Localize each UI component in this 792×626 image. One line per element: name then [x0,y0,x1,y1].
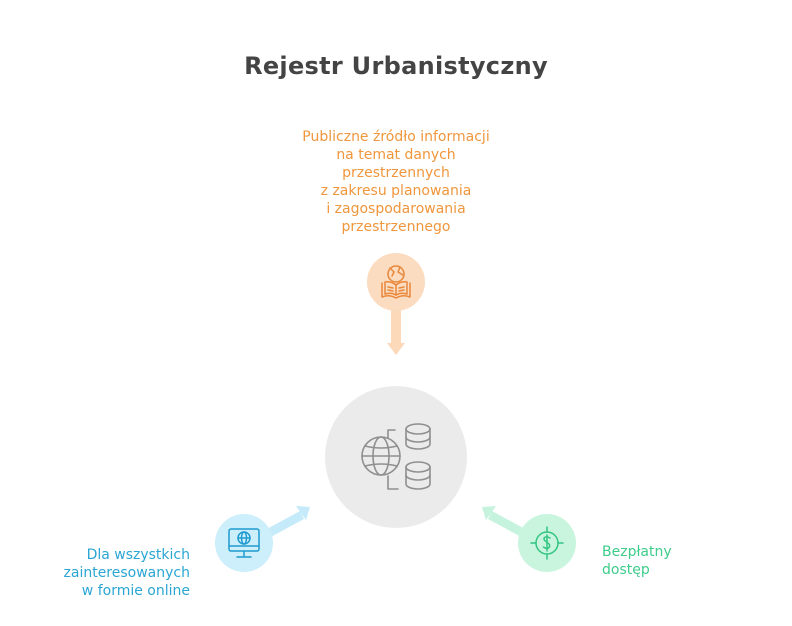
top-connector-arrow [387,300,405,355]
left-node [215,514,273,572]
diagram-title: Rejestr Urbanistyczny [244,52,548,80]
left-description: Dla wszystkich zainteresowanych w formie… [20,546,190,600]
top-line: i zagospodarowania [326,201,466,217]
left-line: Dla wszystkich [86,547,190,563]
right-connector-arrow [482,506,527,538]
book-globe-icon [381,265,411,299]
top-line: Publiczne źródło informacji [302,129,490,145]
left-line: zainteresowanych [63,565,190,581]
top-description: Publiczne źródło informacji na temat dan… [246,128,546,236]
top-line: przestrzennych [342,165,450,181]
right-line: dostęp [602,562,650,578]
right-line: Bezpłatny [602,544,672,560]
top-line: z zakresu planowania [320,183,472,199]
dollar-target-icon [530,526,564,560]
center-hub [325,386,467,528]
left-line: w formie online [81,583,190,599]
monitor-globe-icon [228,528,260,558]
top-line: na temat danych [336,147,456,163]
right-description: Bezpłatny dostęp [602,543,752,579]
globe-database-icon [361,423,431,490]
left-connector-arrow [265,506,310,538]
top-line: przestrzennego [341,219,451,235]
